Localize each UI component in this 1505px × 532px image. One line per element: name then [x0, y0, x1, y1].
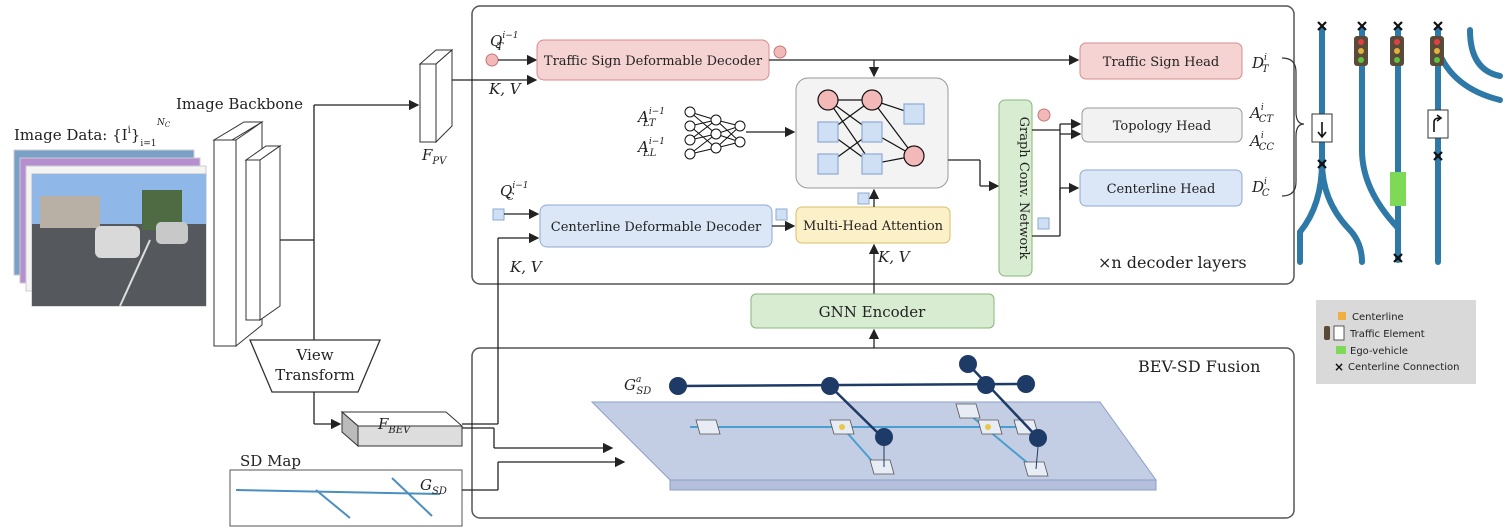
traffic-out-token — [773, 45, 787, 59]
sd-map-label: SD Map — [240, 452, 301, 470]
fusion-frame — [471, 347, 1295, 519]
ego-vehicle-marker — [1390, 172, 1406, 206]
sd-graph-nodes — [669, 355, 1047, 447]
image-data-label: Image Data: {Ii}i=1 — [14, 125, 156, 149]
image-backbone-block — [212, 121, 282, 348]
f-pv-label: FPV — [421, 146, 448, 167]
connection-marks — [1317, 21, 1443, 263]
layers-note: ×n decoder layers — [1098, 253, 1247, 272]
view-transform-block — [249, 339, 381, 393]
traffic-sign-head-label: Traffic Sign Head — [1103, 55, 1219, 70]
sd-map-graph — [235, 477, 441, 519]
legend-ego-vehicle: Ego-vehicle — [1336, 346, 1408, 357]
f-bev-label: FBEV — [377, 415, 412, 436]
graph-network-icon — [817, 89, 925, 175]
sign-boards — [1311, 109, 1449, 143]
kv-mha-label: K, V — [877, 248, 912, 266]
bev-plane — [590, 401, 1157, 491]
legend-traffic-element: Traffic Element — [1324, 325, 1425, 341]
gcn-pink-token — [1037, 108, 1051, 122]
mha-label: Multi-Head Attention — [803, 219, 944, 234]
svg-text:Centerline: Centerline — [1352, 312, 1404, 323]
lane-topology — [1297, 27, 1503, 265]
sd-graph-edges — [677, 363, 1039, 439]
centerline-out-token — [775, 208, 788, 221]
multi-head-attention — [795, 206, 951, 244]
svg-text:Traffic Element: Traffic Element — [1349, 329, 1425, 340]
traffic-sign-head — [1079, 42, 1243, 80]
kv-top-label: K, V — [488, 80, 523, 98]
gcn-blue-token — [1037, 217, 1050, 230]
traffic-lights — [1354, 36, 1444, 66]
sign-arrows — [1317, 114, 1443, 139]
decoder-frame — [471, 5, 1295, 285]
svg-text:×: × — [1334, 360, 1344, 374]
view-transform-line1: View — [295, 346, 333, 364]
svg-text:Ego-vehicle: Ego-vehicle — [1350, 346, 1408, 357]
centerline-decoder-label: Centerline Deformable Decoder — [551, 220, 762, 235]
gnn-encoder — [750, 293, 995, 329]
centerline-head-label: Centerline Head — [1107, 182, 1216, 197]
topology-head — [1081, 107, 1243, 143]
legend-connection: × Centerline Connection — [1334, 360, 1459, 374]
g-sd-label: GSD — [420, 476, 447, 497]
mha-out-token — [857, 192, 870, 205]
gcn-label: Graph Conv. Network — [1016, 117, 1031, 260]
image-stack — [13, 149, 207, 307]
bev-highlight-dots — [839, 424, 991, 430]
fusion-title: BEV-SD Fusion — [1138, 357, 1260, 376]
f-bev-block — [340, 410, 464, 448]
output-brace — [1281, 57, 1305, 197]
topology-head-label: Topology Head — [1113, 119, 1212, 134]
kv-bottom-label: K, V — [509, 258, 544, 276]
f-pv-block — [418, 48, 454, 144]
bev-stems — [883, 446, 1039, 470]
svg-text:Centerline Connection: Centerline Connection — [1348, 362, 1459, 373]
centerline-head — [1079, 169, 1243, 207]
traffic-sign-decoder-label: Traffic Sign Deformable Decoder — [544, 54, 763, 69]
image-backbone-label: Image Backbone — [176, 95, 303, 113]
q-t-token — [485, 53, 499, 67]
legend-centerline: Centerline — [1338, 312, 1404, 323]
gnn-encoder-label: GNN Encoder — [819, 303, 927, 321]
view-transform-line2: Transform — [275, 366, 354, 384]
image-data-nc: NC — [156, 118, 171, 129]
adjacency-mlp-icon — [684, 106, 746, 160]
q-c-token — [492, 208, 505, 221]
sd-map-box — [229, 469, 463, 527]
graph-conv-network — [998, 99, 1033, 277]
